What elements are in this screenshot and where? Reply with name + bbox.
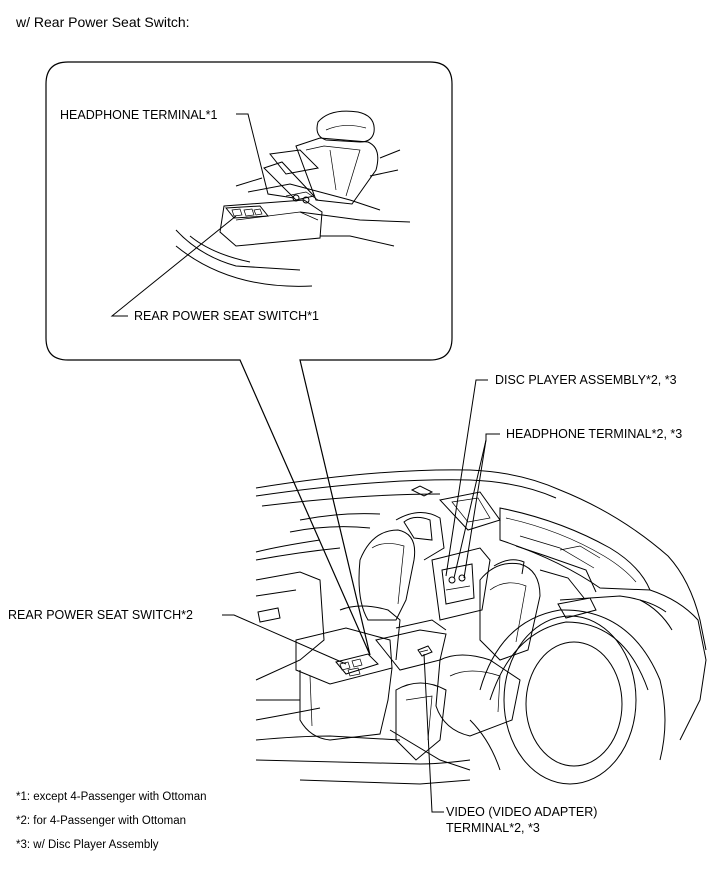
video-adapter-terminal-label-line2: TERMINAL*2, *3 (446, 821, 540, 835)
rear-power-seat-switch-label: REAR POWER SEAT SWITCH*2 (8, 608, 193, 622)
inset-rear-power-seat-switch-label: REAR POWER SEAT SWITCH*1 (134, 309, 319, 323)
headphone-leader-top (485, 433, 500, 440)
inset-seat-switch-leader (110, 215, 237, 317)
headphone-terminal-label: HEADPHONE TERMINAL*2, *3 (506, 427, 682, 441)
inset-headphone-leader (236, 113, 295, 199)
inset-seat-illustration (175, 110, 411, 287)
footnote-1: *1: except 4-Passenger with Ottoman (16, 791, 207, 803)
disc-player-leader (445, 379, 488, 577)
video-terminal-leader (423, 653, 444, 813)
video-adapter-terminal-label-line1: VIDEO (VIDEO ADAPTER) (446, 805, 597, 819)
footnote-2: *2: for 4-Passenger with Ottoman (16, 815, 186, 827)
headphone-leader-1 (453, 439, 487, 579)
seat-switch-leader (222, 614, 347, 665)
disc-player-assembly-label: DISC PLAYER ASSEMBLY*2, *3 (495, 373, 677, 387)
footnote-3: *3: w/ Disc Player Assembly (16, 839, 159, 851)
diagram-header: w/ Rear Power Seat Switch: (15, 14, 190, 30)
inset-headphone-terminal-label: HEADPHONE TERMINAL*1 (60, 108, 217, 122)
headphone-leader-2 (463, 439, 487, 579)
vehicle-illustration (255, 469, 707, 785)
inset-callout-bubble (45, 61, 453, 656)
